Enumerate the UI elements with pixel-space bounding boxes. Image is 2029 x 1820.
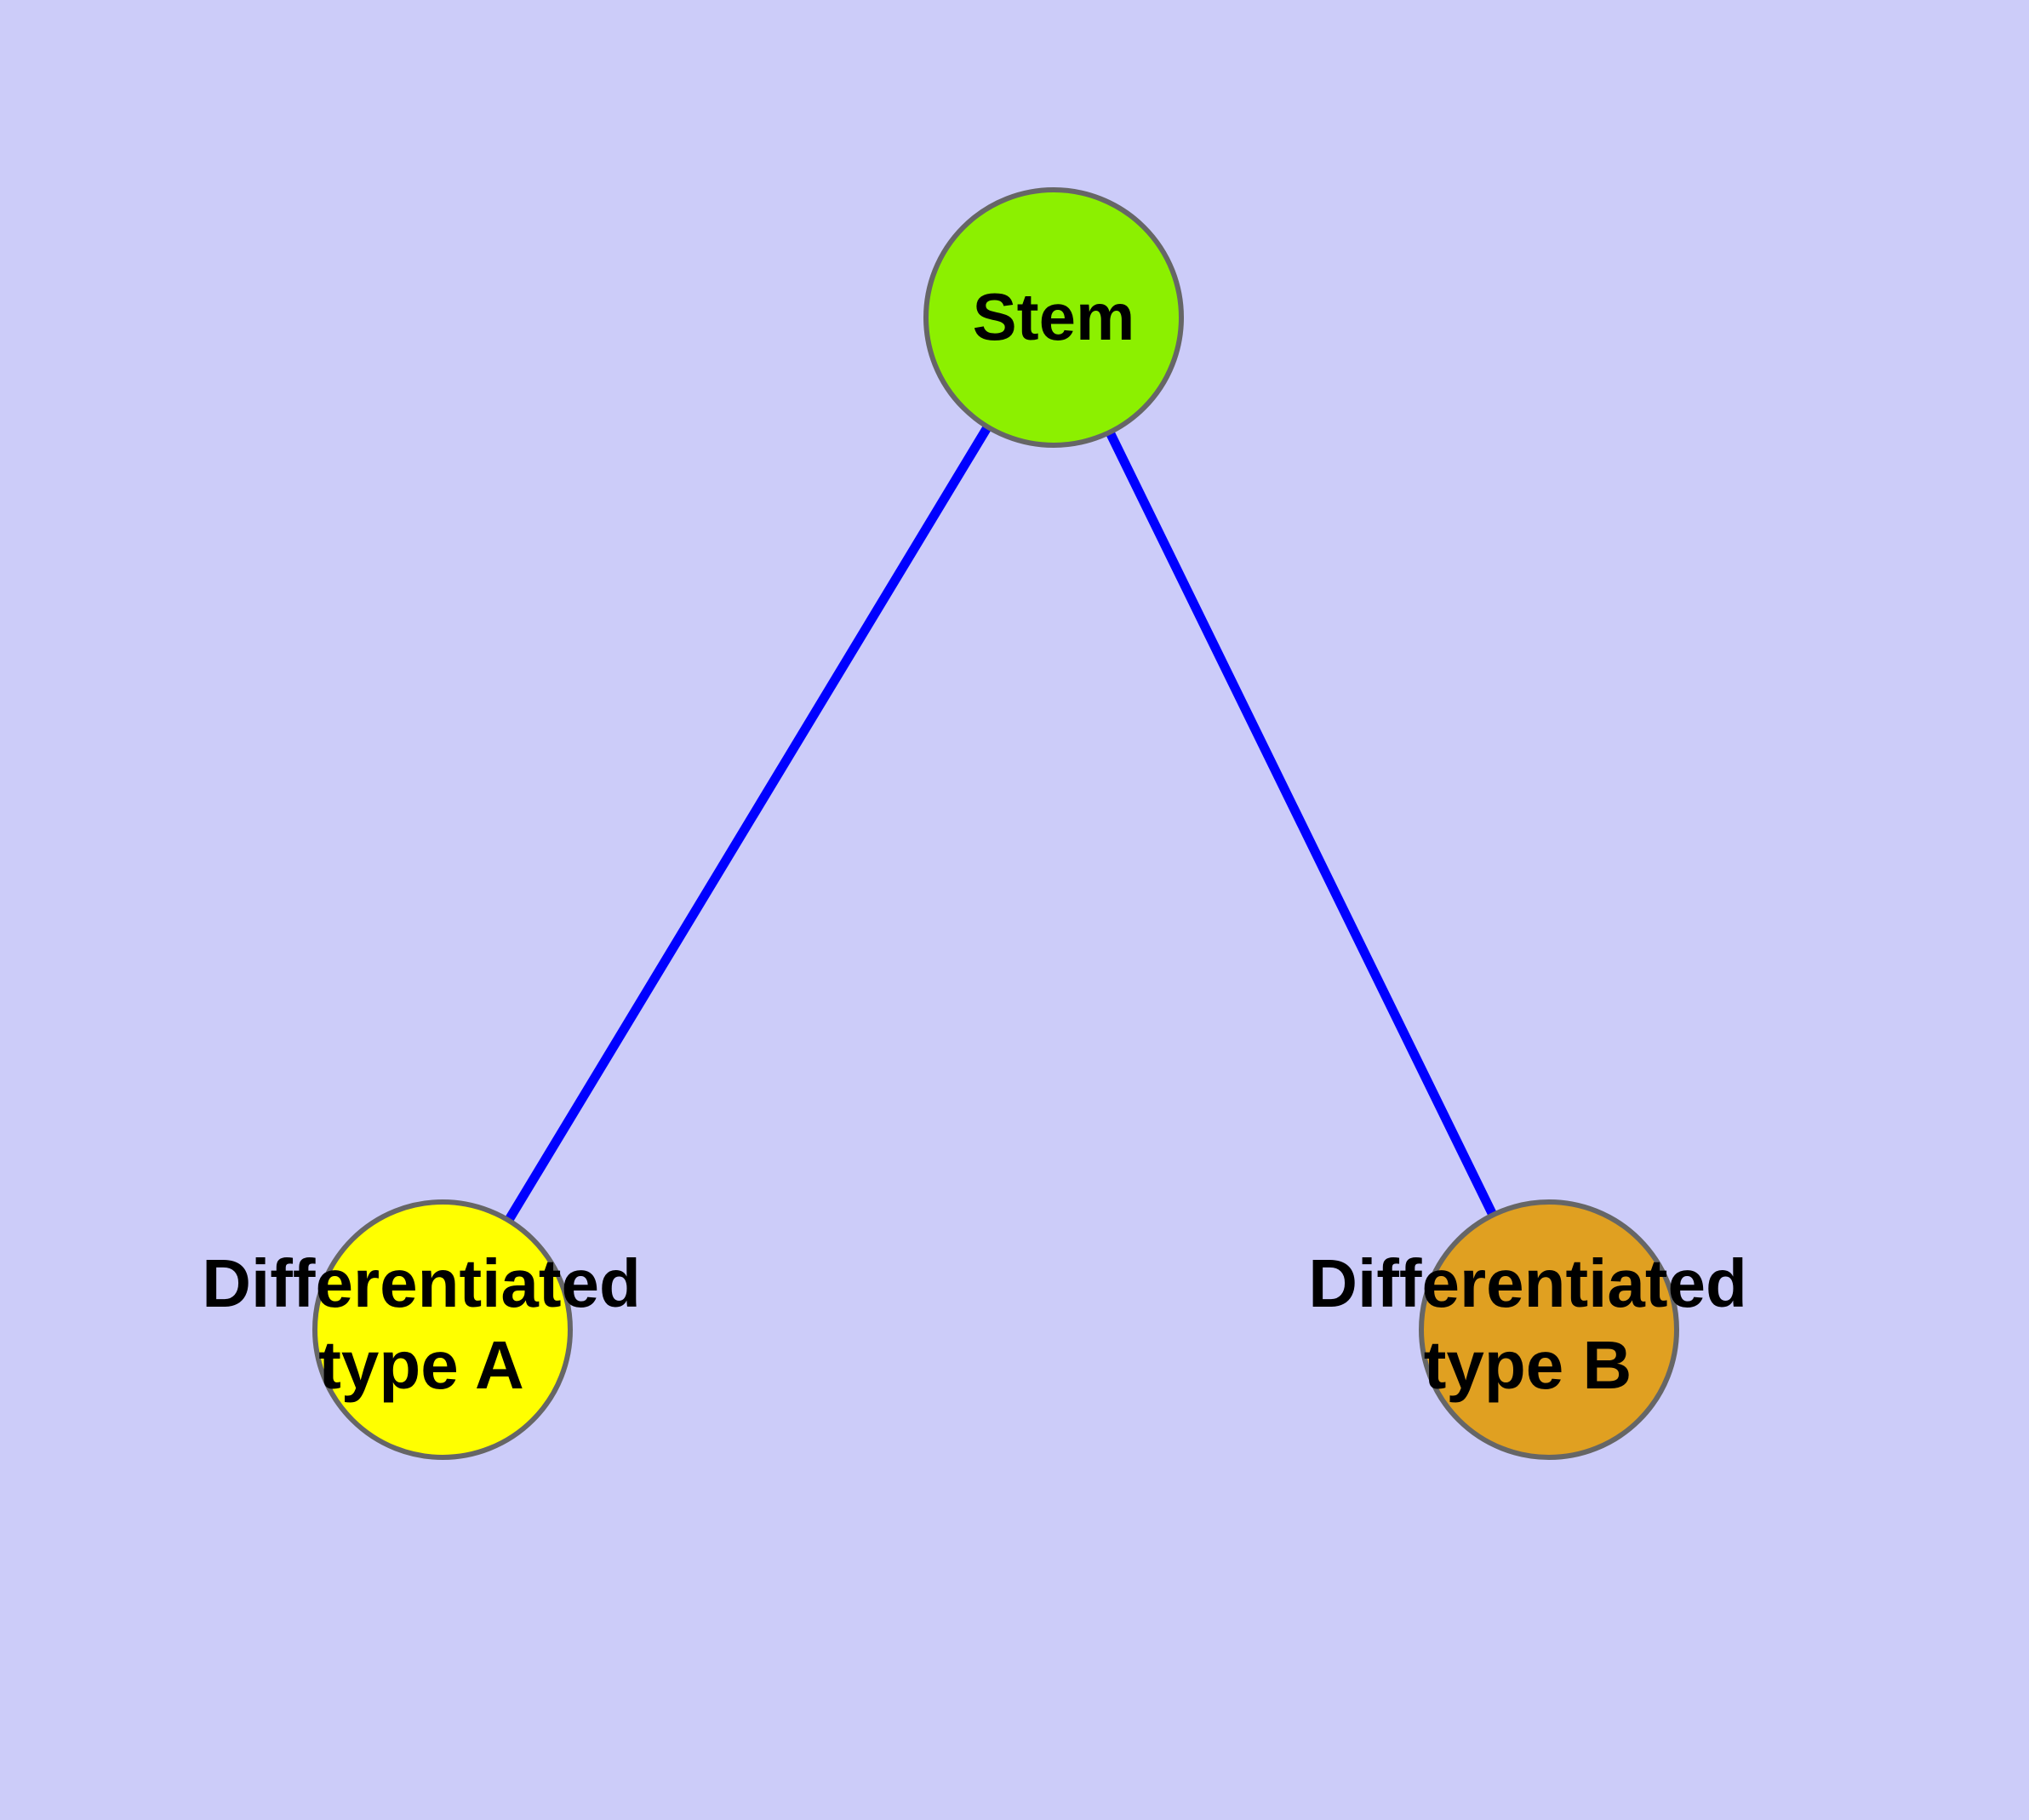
edge-stem-diff-b[interactable]	[1104, 426, 1499, 1221]
nodes-group	[312, 187, 1679, 1460]
node-label-line: type A	[318, 1327, 524, 1403]
node-label-stem: Stem	[973, 279, 1135, 354]
node-label-line: Differentiated	[202, 1245, 641, 1321]
node-label-line: Stem	[973, 279, 1135, 354]
edges-group	[502, 421, 1499, 1226]
node-label-line: type B	[1424, 1327, 1632, 1403]
node-diff_a[interactable]	[312, 1199, 573, 1460]
node-diff_b[interactable]	[1419, 1199, 1679, 1460]
node-label-line: Differentiated	[1308, 1245, 1747, 1321]
node-stem[interactable]	[923, 187, 1184, 448]
edge-stem-diff-a[interactable]	[502, 421, 994, 1226]
